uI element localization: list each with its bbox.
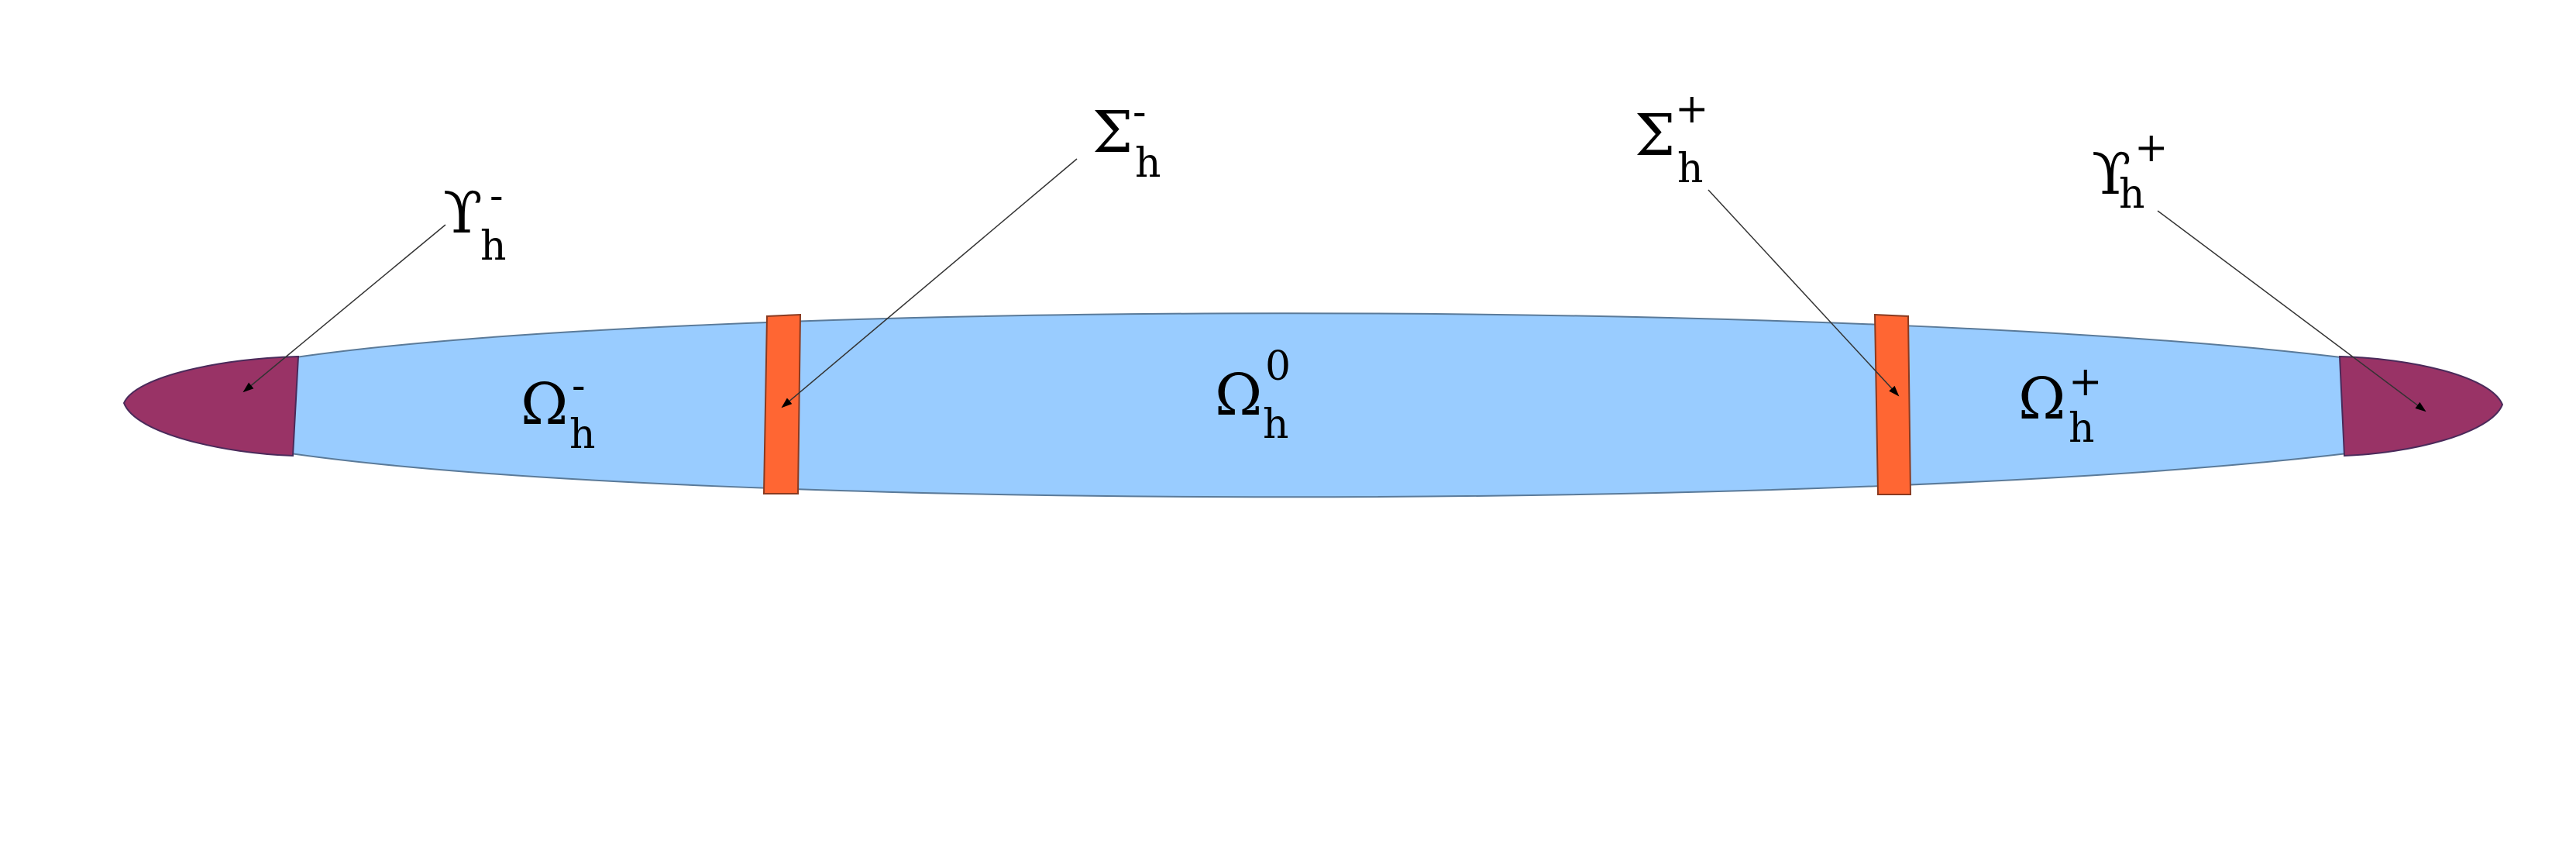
leader-sigma-plus [1708, 189, 1900, 397]
label-sigma-minus: Σ - h [1092, 89, 1161, 187]
label-omega-zero: Ω 0 h [1215, 343, 1291, 448]
svg-text:h: h [2069, 405, 2095, 452]
svg-text:Σ: Σ [1635, 102, 1675, 169]
svg-text:h: h [569, 412, 596, 458]
svg-text:-: - [1133, 89, 1147, 136]
svg-text:ϒ: ϒ [443, 180, 483, 246]
svg-text:0: 0 [1265, 343, 1291, 390]
label-upsilon-plus: ϒ + h [2092, 125, 2168, 218]
svg-text:-: - [490, 173, 504, 219]
svg-text:ϒ: ϒ [2092, 141, 2131, 208]
svg-text:h: h [480, 223, 507, 270]
label-omega-minus: Ω - h [521, 363, 596, 458]
svg-text:Ω: Ω [2018, 366, 2065, 432]
leader-upsilon-plus [2157, 210, 2426, 412]
boundary-region-left [122, 355, 300, 457]
svg-text:-: - [572, 363, 586, 409]
svg-text:+: + [2134, 125, 2168, 171]
svg-text:Σ: Σ [1092, 99, 1133, 166]
boundary-region-right [2338, 355, 2504, 457]
svg-text:h: h [1135, 140, 1161, 187]
interface-strip-right [1873, 313, 1912, 495]
label-omega-plus: Ω + h [2018, 359, 2103, 452]
svg-text:h: h [1677, 146, 1704, 192]
svg-text:Ω: Ω [1215, 362, 1262, 429]
svg-text:Ω: Ω [521, 371, 568, 438]
svg-text:+: + [1675, 86, 1709, 133]
svg-text:+: + [2069, 359, 2103, 405]
svg-text:h: h [1263, 401, 1289, 448]
interface-strip-left [762, 313, 802, 494]
leader-sigma-minus [781, 158, 1078, 408]
leader-upsilon-minus [242, 224, 446, 393]
svg-text:h: h [2119, 171, 2145, 218]
label-sigma-plus: Σ + h [1635, 86, 1709, 192]
label-upsilon-minus: ϒ - h [443, 173, 507, 270]
